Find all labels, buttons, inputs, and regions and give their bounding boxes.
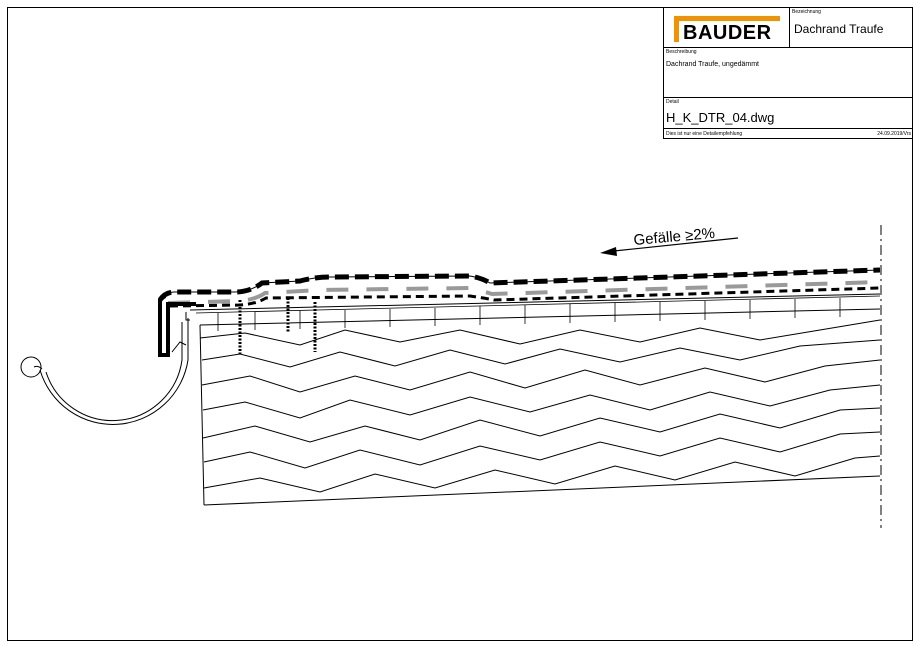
bauder-logo: BAUDER — [674, 16, 782, 46]
roof-membrane-layers — [157, 267, 881, 311]
logo-wordmark: BAUDER — [683, 22, 772, 44]
logo-cell: BAUDER — [664, 8, 790, 48]
footer-note: Dies ist nur eine Detailempfehlung — [666, 131, 743, 137]
beschreibung-value: Dachrand Traufe, ungedämmt — [666, 61, 759, 68]
bezeichnung-value: Dachrand Traufe — [794, 22, 884, 36]
footer-date: 24.09.2019/Vrs — [877, 131, 911, 137]
beschreibung-label: Beschreibung — [666, 49, 697, 55]
bezeichnung-cell: Bezeichnung Dachrand Traufe — [790, 8, 913, 48]
half-round-gutter — [20, 318, 189, 425]
title-block: BAUDER Bezeichnung Dachrand Traufe Besch… — [663, 8, 913, 139]
slope-indicator: Gefälle ≥2% — [600, 225, 739, 256]
bezeichnung-label: Bezeichnung — [792, 9, 821, 15]
screw-fasteners — [238, 298, 317, 355]
detail-label: Detail — [666, 99, 679, 105]
deck-boards — [195, 295, 881, 331]
beschreibung-cell: Beschreibung Dachrand Traufe, ungedämmt — [664, 48, 913, 98]
timber-substrate — [199, 308, 881, 506]
footer-cell: Dies ist nur eine Detailempfehlung 24.09… — [664, 129, 913, 139]
detail-cell: Detail H_K_DTR_04.dwg — [664, 98, 913, 129]
logo-bar-top — [674, 16, 780, 21]
detail-filename: H_K_DTR_04.dwg — [666, 110, 775, 125]
eaves-trim-profile — [158, 294, 196, 357]
slope-label: Gefälle ≥2% — [633, 225, 716, 249]
logo-bar-left — [674, 16, 679, 42]
drawing-sheet-border — [7, 7, 913, 641]
